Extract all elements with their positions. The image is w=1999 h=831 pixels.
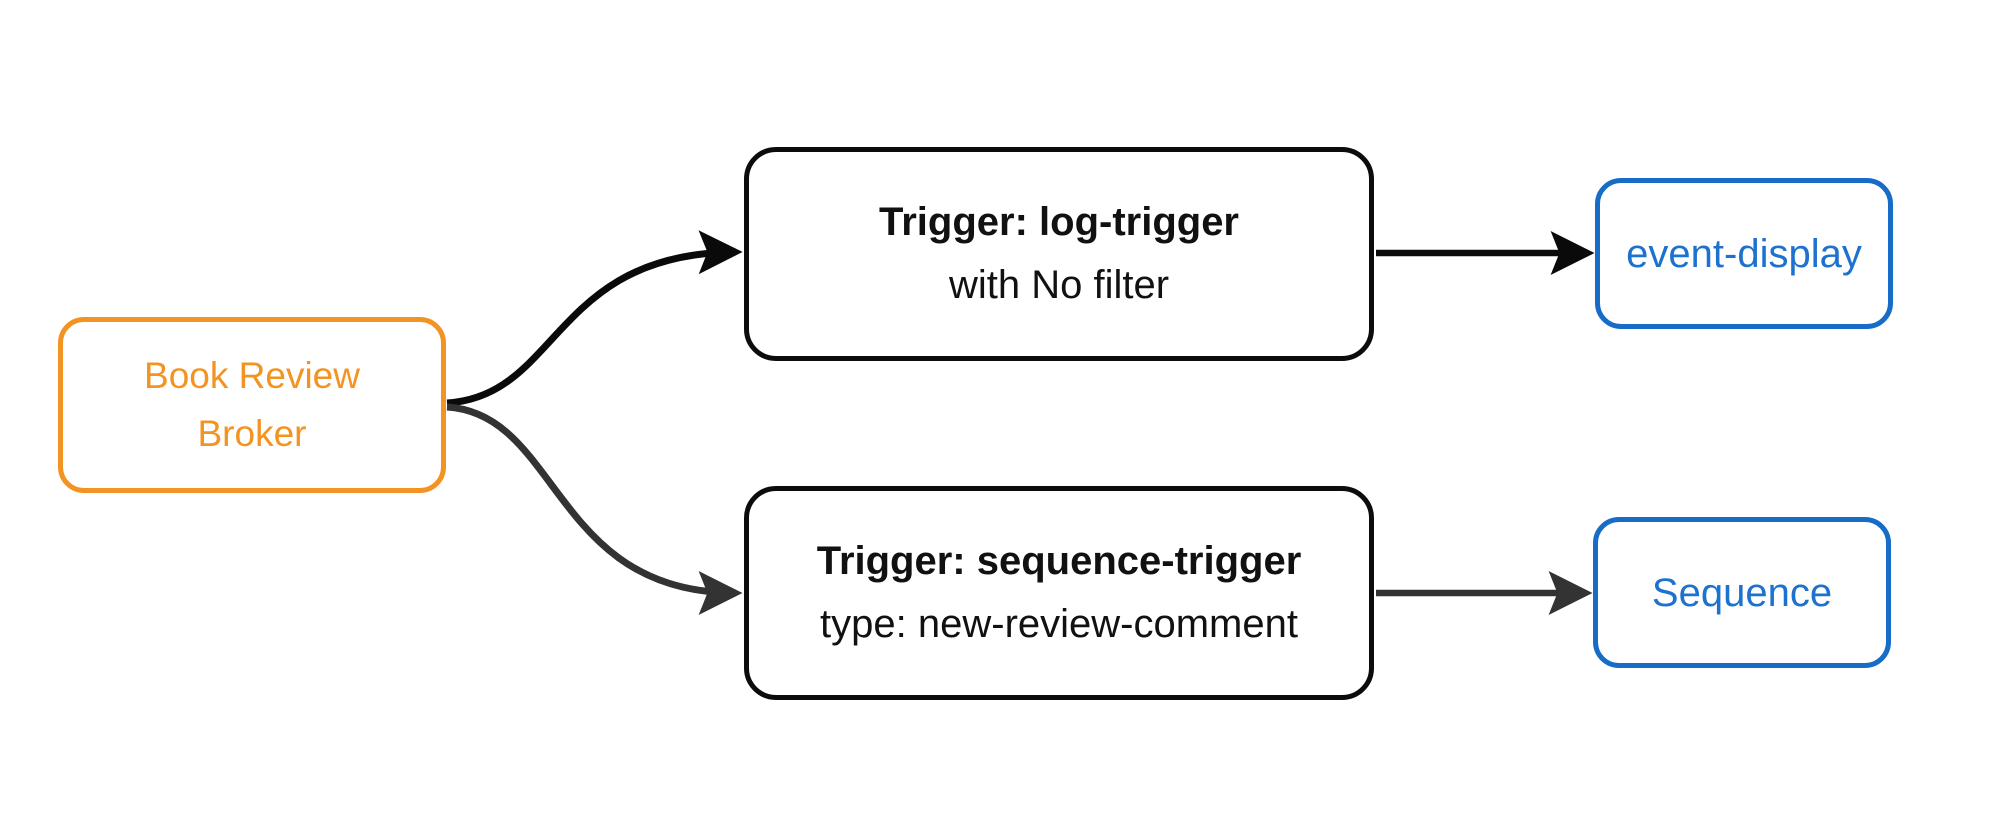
event-display-label: event-display bbox=[1626, 231, 1862, 276]
sequence-trigger-subtitle: type: new-review-comment bbox=[820, 602, 1298, 646]
edge-broker-to-log-trigger bbox=[446, 230, 743, 407]
sequence-label: Sequence bbox=[1651, 570, 1833, 615]
node-sequence: Sequence bbox=[1593, 517, 1891, 668]
log-trigger-subtitle: with No filter bbox=[948, 263, 1170, 307]
broker-label-line1: Book Review bbox=[144, 354, 360, 396]
log-trigger-title: Trigger: log-trigger bbox=[879, 199, 1239, 244]
node-log-trigger: Trigger: log-trigger with No filter bbox=[744, 147, 1374, 361]
edge-broker-to-sequence-trigger bbox=[446, 403, 743, 615]
node-sequence-trigger: Trigger: sequence-trigger type: new-revi… bbox=[744, 486, 1374, 700]
broker-label-line2: Broker bbox=[197, 413, 307, 454]
sequence-trigger-title: Trigger: sequence-trigger bbox=[816, 538, 1302, 583]
node-event-display: event-display bbox=[1595, 178, 1893, 329]
node-book-review-broker: Book Review Broker bbox=[58, 317, 446, 493]
